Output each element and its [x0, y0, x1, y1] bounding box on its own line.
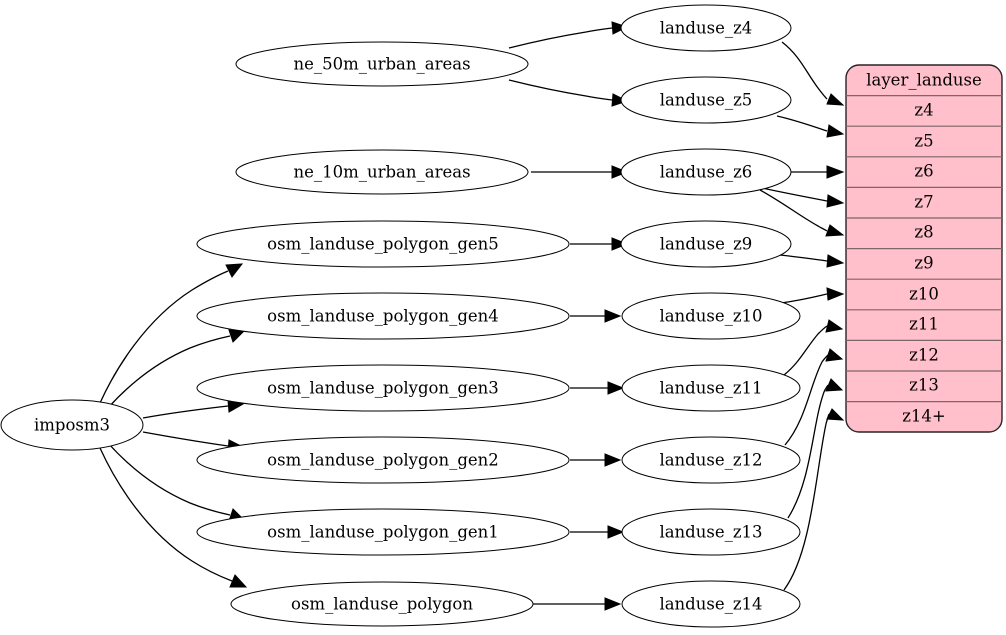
node-osm_landuse_polygon_gen4-label: osm_landuse_polygon_gen4	[267, 307, 499, 326]
edge-osm_landuse_polygon-to-landuse_z14	[531, 597, 622, 611]
node-landuse_z5[interactable]: landuse_z5	[620, 76, 792, 124]
node-landuse_z5-label: landuse_z5	[660, 91, 753, 110]
node-ne_50m_urban_areas-label: ne_50m_urban_areas	[293, 55, 470, 74]
node-osm_landuse_polygon_gen1[interactable]: osm_landuse_polygon_gen1	[196, 508, 570, 556]
edge-osm_landuse_polygon_gen2-to-landuse_z12	[570, 453, 622, 467]
node-landuse_z11-label: landuse_z11	[659, 379, 762, 398]
table-header-label: layer_landuse	[866, 71, 982, 90]
table-row-z12[interactable]: z12	[909, 346, 939, 365]
edge-ne_50m_urban_areas-to-landuse_z5	[508, 79, 629, 107]
node-landuse_z14[interactable]: landuse_z14	[621, 580, 801, 628]
edge-landuse_z4-to-row-z4	[781, 41, 845, 106]
table-row-z10[interactable]: z10	[909, 285, 939, 304]
edge-landuse_z13-to-row-z13	[787, 378, 844, 519]
node-ne_10m_urban_areas-label: ne_10m_urban_areas	[293, 163, 470, 182]
node-osm_landuse_polygon[interactable]: osm_landuse_polygon	[230, 581, 534, 627]
node-osm_landuse_polygon_gen2[interactable]: osm_landuse_polygon_gen2	[196, 436, 570, 484]
edge-ne_10m_urban_areas-to-landuse_z6	[531, 165, 629, 179]
edge-landuse_z6-to-row-z7	[761, 187, 845, 208]
node-osm_landuse_polygon_gen1-label: osm_landuse_polygon_gen1	[267, 523, 499, 542]
node-landuse_z10[interactable]: landuse_z10	[621, 292, 801, 340]
node-landuse_z13[interactable]: landuse_z13	[621, 508, 801, 556]
table-row-z7[interactable]: z7	[914, 193, 933, 212]
table-row-z8[interactable]: z8	[914, 223, 933, 242]
edge-layer	[99, 21, 845, 611]
edge-osm_landuse_polygon_gen3-to-landuse_z11	[570, 381, 625, 395]
node-landuse_z12[interactable]: landuse_z12	[621, 436, 801, 484]
node-landuse_z13-label: landuse_z13	[659, 523, 762, 542]
layer-landuse-table[interactable]: layer_landuse z4 z5 z6 z7 z8 z9 z10 z11 …	[845, 64, 1003, 433]
edge-imposm3-to-osm_landuse_polygon_gen3	[142, 399, 245, 419]
edge-landuse_z14-to-row-z14plus	[783, 408, 845, 591]
edge-landuse_z12-to-row-z12	[784, 348, 844, 446]
edge-landuse_z6-to-row-z6	[790, 165, 845, 179]
node-ne_10m_urban_areas[interactable]: ne_10m_urban_areas	[235, 149, 529, 195]
node-osm_landuse_polygon_gen5[interactable]: osm_landuse_polygon_gen5	[196, 220, 570, 268]
edge-imposm3-to-osm_landuse_polygon_gen5	[99, 263, 244, 404]
table-row-z13[interactable]: z13	[909, 376, 939, 395]
node-landuse_z9-label: landuse_z9	[660, 235, 753, 254]
node-layer: imposm3 ne_50m_urban_areas ne_10m_urban_…	[0, 4, 801, 628]
table-row-z4[interactable]: z4	[914, 101, 933, 120]
table-row-z11[interactable]: z11	[909, 315, 939, 334]
edge-landuse_z5-to-row-z5	[776, 115, 845, 138]
node-landuse_z4[interactable]: landuse_z4	[620, 4, 792, 52]
node-landuse_z11[interactable]: landuse_z11	[621, 364, 801, 412]
edge-landuse_z9-to-row-z9	[779, 254, 845, 268]
edge-ne_50m_urban_areas-to-landuse_z4	[508, 21, 629, 49]
node-osm_landuse_polygon_gen2-label: osm_landuse_polygon_gen2	[267, 451, 499, 470]
node-osm_landuse_polygon_gen3[interactable]: osm_landuse_polygon_gen3	[196, 364, 570, 412]
edge-osm_landuse_polygon_gen4-to-landuse_z10	[570, 309, 622, 323]
table-row-z6[interactable]: z6	[914, 162, 933, 181]
node-landuse_z4-label: landuse_z4	[660, 19, 753, 38]
node-landuse_z10-label: landuse_z10	[659, 307, 762, 326]
edge-landuse_z6-to-row-z8	[759, 189, 845, 237]
edge-landuse_z10-to-row-z10	[779, 287, 845, 304]
node-landuse_z14-label: landuse_z14	[659, 595, 762, 614]
node-osm_landuse_polygon_gen3-label: osm_landuse_polygon_gen3	[267, 379, 499, 398]
node-imposm3-label: imposm3	[34, 416, 110, 435]
node-osm_landuse_polygon-label: osm_landuse_polygon	[291, 595, 473, 614]
node-landuse_z12-label: landuse_z12	[659, 451, 762, 470]
node-landuse_z9[interactable]: landuse_z9	[620, 220, 792, 268]
edge-osm_landuse_polygon_gen5-to-landuse_z9	[570, 237, 629, 251]
node-osm_landuse_polygon_gen5-label: osm_landuse_polygon_gen5	[267, 235, 499, 254]
edge-landuse_z11-to-row-z11	[783, 319, 844, 376]
table-row-z5[interactable]: z5	[914, 132, 933, 151]
node-landuse_z6-label: landuse_z6	[660, 163, 753, 182]
node-osm_landuse_polygon_gen4[interactable]: osm_landuse_polygon_gen4	[196, 292, 570, 340]
table-row-z9[interactable]: z9	[914, 254, 933, 273]
edge-imposm3-to-osm_landuse_polygon	[99, 447, 248, 588]
edge-osm_landuse_polygon_gen1-to-landuse_z13	[570, 525, 625, 539]
node-landuse_z6[interactable]: landuse_z6	[620, 148, 792, 196]
table-row-z14plus[interactable]: z14+	[902, 407, 946, 426]
node-imposm3[interactable]: imposm3	[0, 399, 144, 451]
node-ne_50m_urban_areas[interactable]: ne_50m_urban_areas	[235, 41, 529, 87]
